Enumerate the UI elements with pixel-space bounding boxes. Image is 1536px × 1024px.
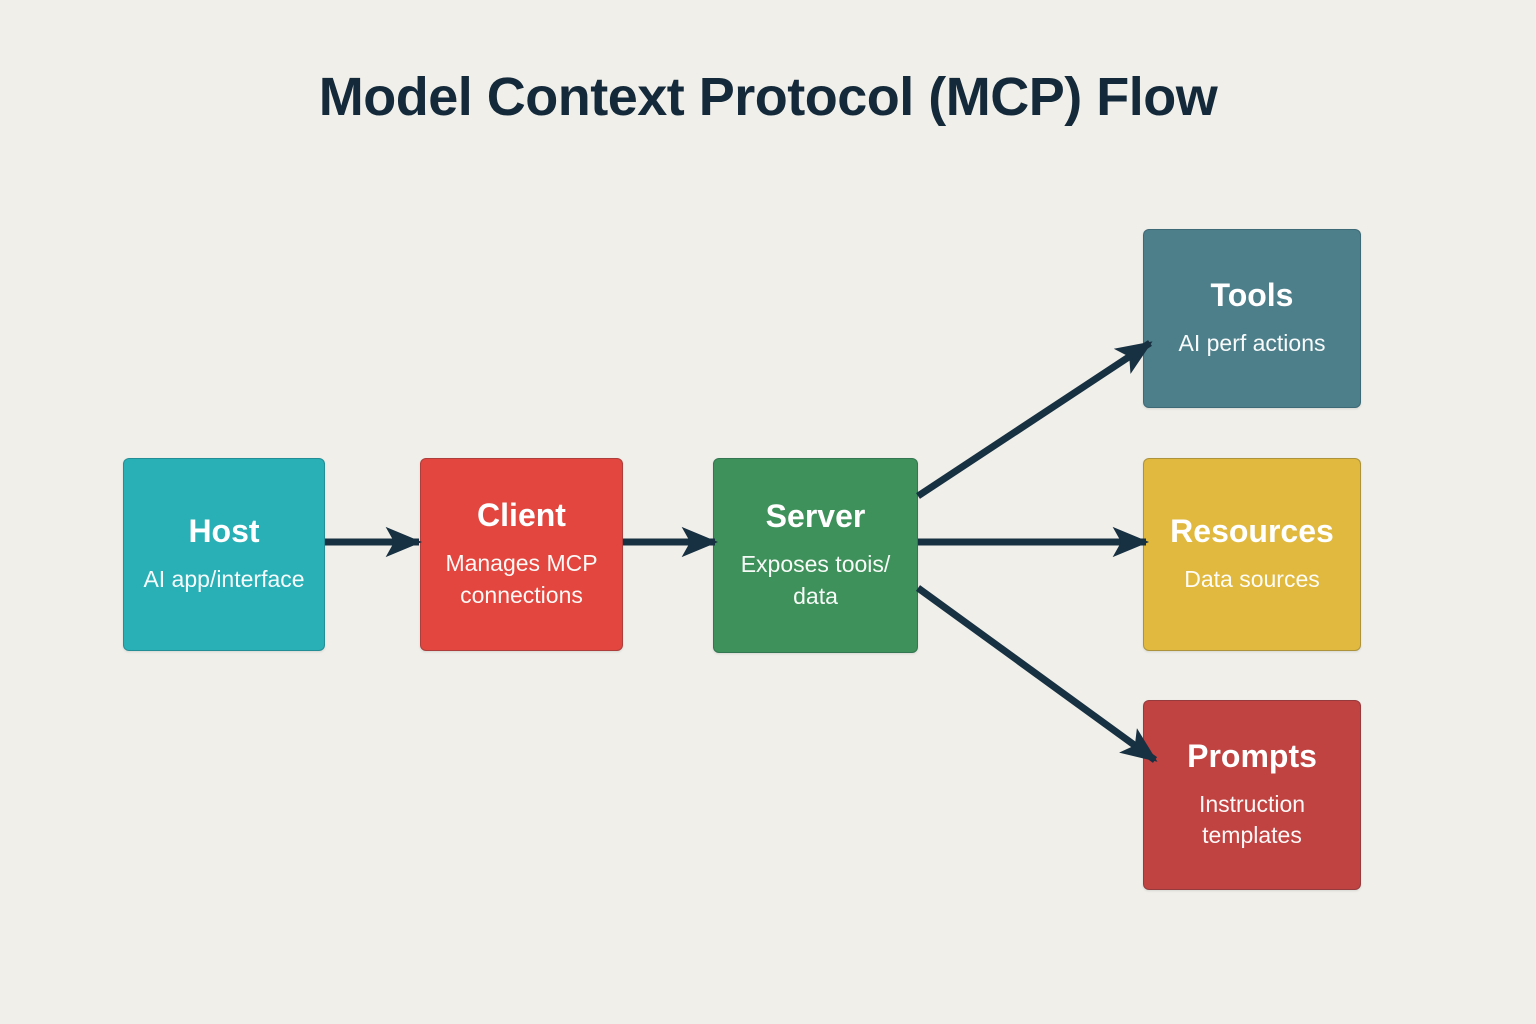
- node-prompts: Prompts Instruction templates: [1143, 700, 1361, 890]
- node-server-subtitle: Exposes toois/ data: [741, 549, 891, 612]
- arrow-server-to-prompts: [915, 585, 1158, 763]
- subtitle-line: Instruction: [1198, 790, 1306, 817]
- node-prompts-subtitle: Instruction templates: [1199, 789, 1305, 852]
- node-host-label: Host: [188, 513, 260, 550]
- node-resources-label: Resources: [1170, 513, 1334, 550]
- subtitle-line: Data sources: [1184, 566, 1320, 593]
- subtitle-line: Exposes toois/: [740, 551, 891, 578]
- node-client-subtitle: Manages MCP connections: [445, 548, 597, 611]
- subtitle-line: AI perf actions: [1178, 330, 1326, 357]
- subtitle-line: AI app/interface: [143, 566, 305, 593]
- node-resources: Resources Data sources: [1143, 458, 1361, 651]
- node-tools-subtitle: AI perf actions: [1178, 328, 1325, 360]
- node-host-subtitle: AI app/interface: [143, 564, 304, 596]
- subtitle-line: Manages MCP: [445, 550, 598, 577]
- node-tools: Tools AI perf actions: [1143, 229, 1361, 408]
- subtitle-line: connections: [460, 581, 583, 608]
- node-client: Client Manages MCP connections: [420, 458, 623, 651]
- node-server-label: Server: [765, 498, 866, 535]
- node-server: Server Exposes toois/ data: [713, 458, 918, 653]
- node-host: Host AI app/interface: [123, 458, 325, 651]
- node-client-label: Client: [477, 497, 566, 534]
- page-title: Model Context Protocol (MCP) Flow: [318, 67, 1218, 127]
- node-resources-subtitle: Data sources: [1184, 564, 1320, 596]
- node-prompts-label: Prompts: [1187, 737, 1317, 774]
- arrow-server-to-tools: [916, 340, 1153, 499]
- subtitle-line: templates: [1202, 822, 1302, 849]
- subtitle-line: data: [793, 582, 838, 609]
- node-tools-label: Tools: [1210, 277, 1294, 314]
